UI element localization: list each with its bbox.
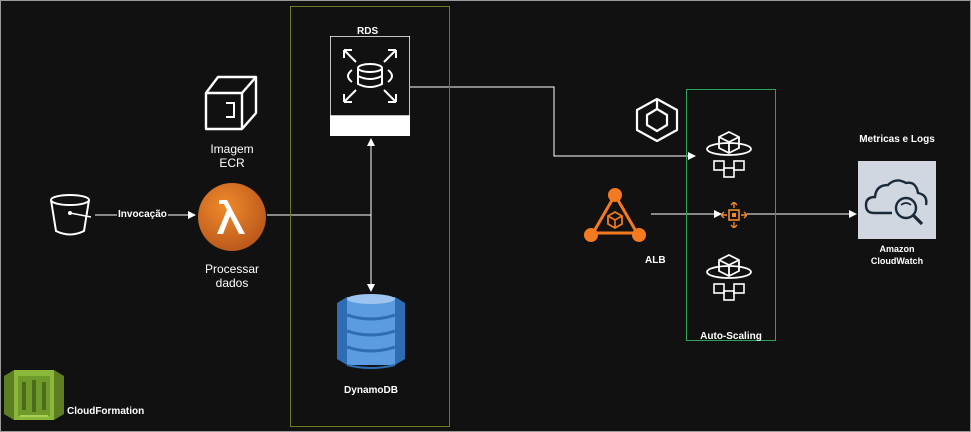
dynamodb-icon [337, 294, 405, 369]
autoscaling-label: Auto-Scaling [700, 331, 762, 342]
rds-group-box [290, 6, 450, 427]
cloudformation-label: CloudFormation [67, 406, 145, 417]
rds-icon [329, 35, 411, 136]
ecr-node[interactable] [204, 73, 260, 133]
cloudwatch-icon [858, 161, 936, 239]
container-task-icon [706, 130, 752, 178]
s3-bucket-icon [50, 194, 92, 236]
dynamodb-label: DynamoDB [344, 385, 398, 396]
cloudformation-icon [4, 370, 64, 420]
lambda-label: Processar dados [204, 262, 260, 290]
cloudformation-node[interactable] [4, 366, 64, 424]
rds-node[interactable] [329, 35, 411, 136]
cloudwatch-title: Metricas e Logs [859, 134, 935, 145]
lambda-node[interactable] [197, 182, 267, 252]
s3-bucket-node[interactable] [46, 191, 94, 239]
edge-rds-tasks [410, 86, 696, 160]
autoscaling-node[interactable] [720, 201, 748, 229]
ecr-icon [204, 75, 258, 131]
autoscaling-group-box [686, 89, 776, 341]
alb-label: ALB [645, 255, 666, 266]
ecs-node[interactable] [633, 96, 681, 143]
edge-invocation-label: Invocação [117, 209, 168, 220]
cloudwatch-node[interactable] [858, 161, 936, 239]
ecs-task-top[interactable] [704, 128, 754, 182]
alb-icon [584, 188, 646, 242]
ecs-task-bottom[interactable] [704, 251, 754, 305]
ecr-label: Imagem ECR [210, 142, 254, 170]
lambda-icon [198, 183, 266, 251]
dynamodb-node[interactable] [333, 293, 409, 369]
autoscaling-icon [720, 201, 748, 229]
cloudwatch-label: Amazon CloudWatch [870, 244, 924, 266]
rds-label: RDS [357, 26, 379, 37]
container-task-icon [706, 253, 752, 301]
alb-node[interactable] [579, 185, 651, 245]
ecs-icon [635, 97, 679, 143]
